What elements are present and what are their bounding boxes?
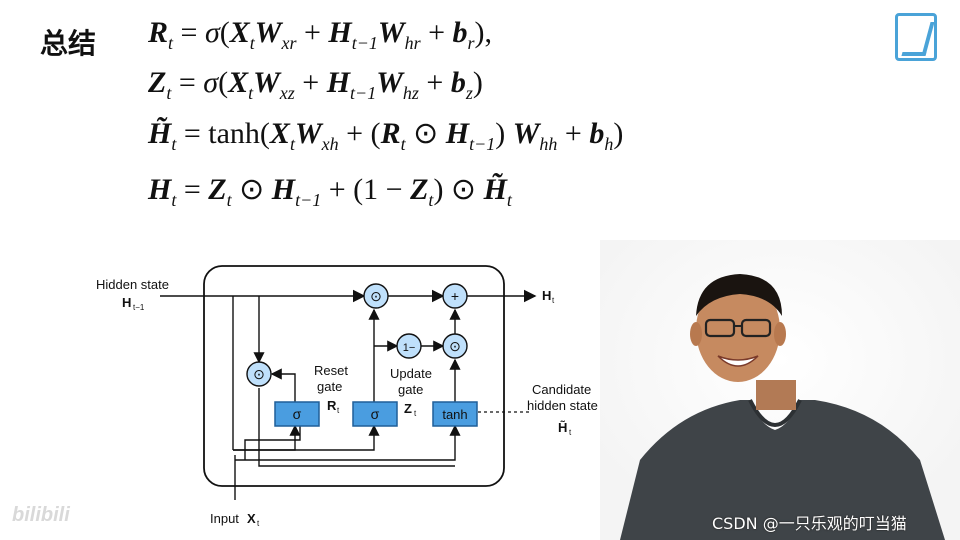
svg-text:R: R — [327, 398, 337, 413]
bilibili-watermark: bilibili — [12, 504, 70, 527]
svg-text:gate: gate — [317, 379, 342, 394]
output-label: H — [542, 288, 551, 303]
logo-icon — [895, 13, 937, 61]
svg-text:H̃: H̃ — [558, 420, 567, 435]
tanh-label: tanh — [442, 407, 467, 422]
svg-text:+: + — [451, 288, 459, 304]
reset-gate-sigma: σ — [293, 406, 302, 422]
svg-text:⊙: ⊙ — [253, 366, 265, 382]
svg-text:t: t — [414, 409, 417, 418]
update-gate-sigma: σ — [371, 406, 380, 422]
svg-text:t: t — [337, 406, 340, 415]
svg-text:1−: 1− — [403, 342, 416, 354]
update-gate-label: Update — [390, 366, 432, 381]
svg-text:t: t — [569, 428, 572, 437]
csdn-watermark: CSDN @一只乐观的叮当猫 — [712, 510, 907, 534]
svg-text:H: H — [122, 295, 131, 310]
candidate-label: Candidate — [532, 382, 591, 397]
svg-text:⊙: ⊙ — [449, 338, 461, 354]
svg-text:t: t — [552, 296, 555, 305]
reset-gate-label: Reset — [314, 363, 348, 378]
svg-text:gate: gate — [398, 382, 423, 397]
svg-text:X: X — [247, 511, 256, 526]
svg-text:t: t — [257, 519, 260, 528]
hidden-state-label: Hidden state — [96, 277, 169, 292]
svg-text:hidden state: hidden state — [527, 398, 598, 413]
svg-text:Z: Z — [404, 401, 412, 416]
svg-text:t−1: t−1 — [133, 303, 145, 312]
svg-text:⊙: ⊙ — [370, 288, 382, 304]
presenter-image — [600, 240, 960, 540]
input-label: Input — [210, 511, 239, 526]
